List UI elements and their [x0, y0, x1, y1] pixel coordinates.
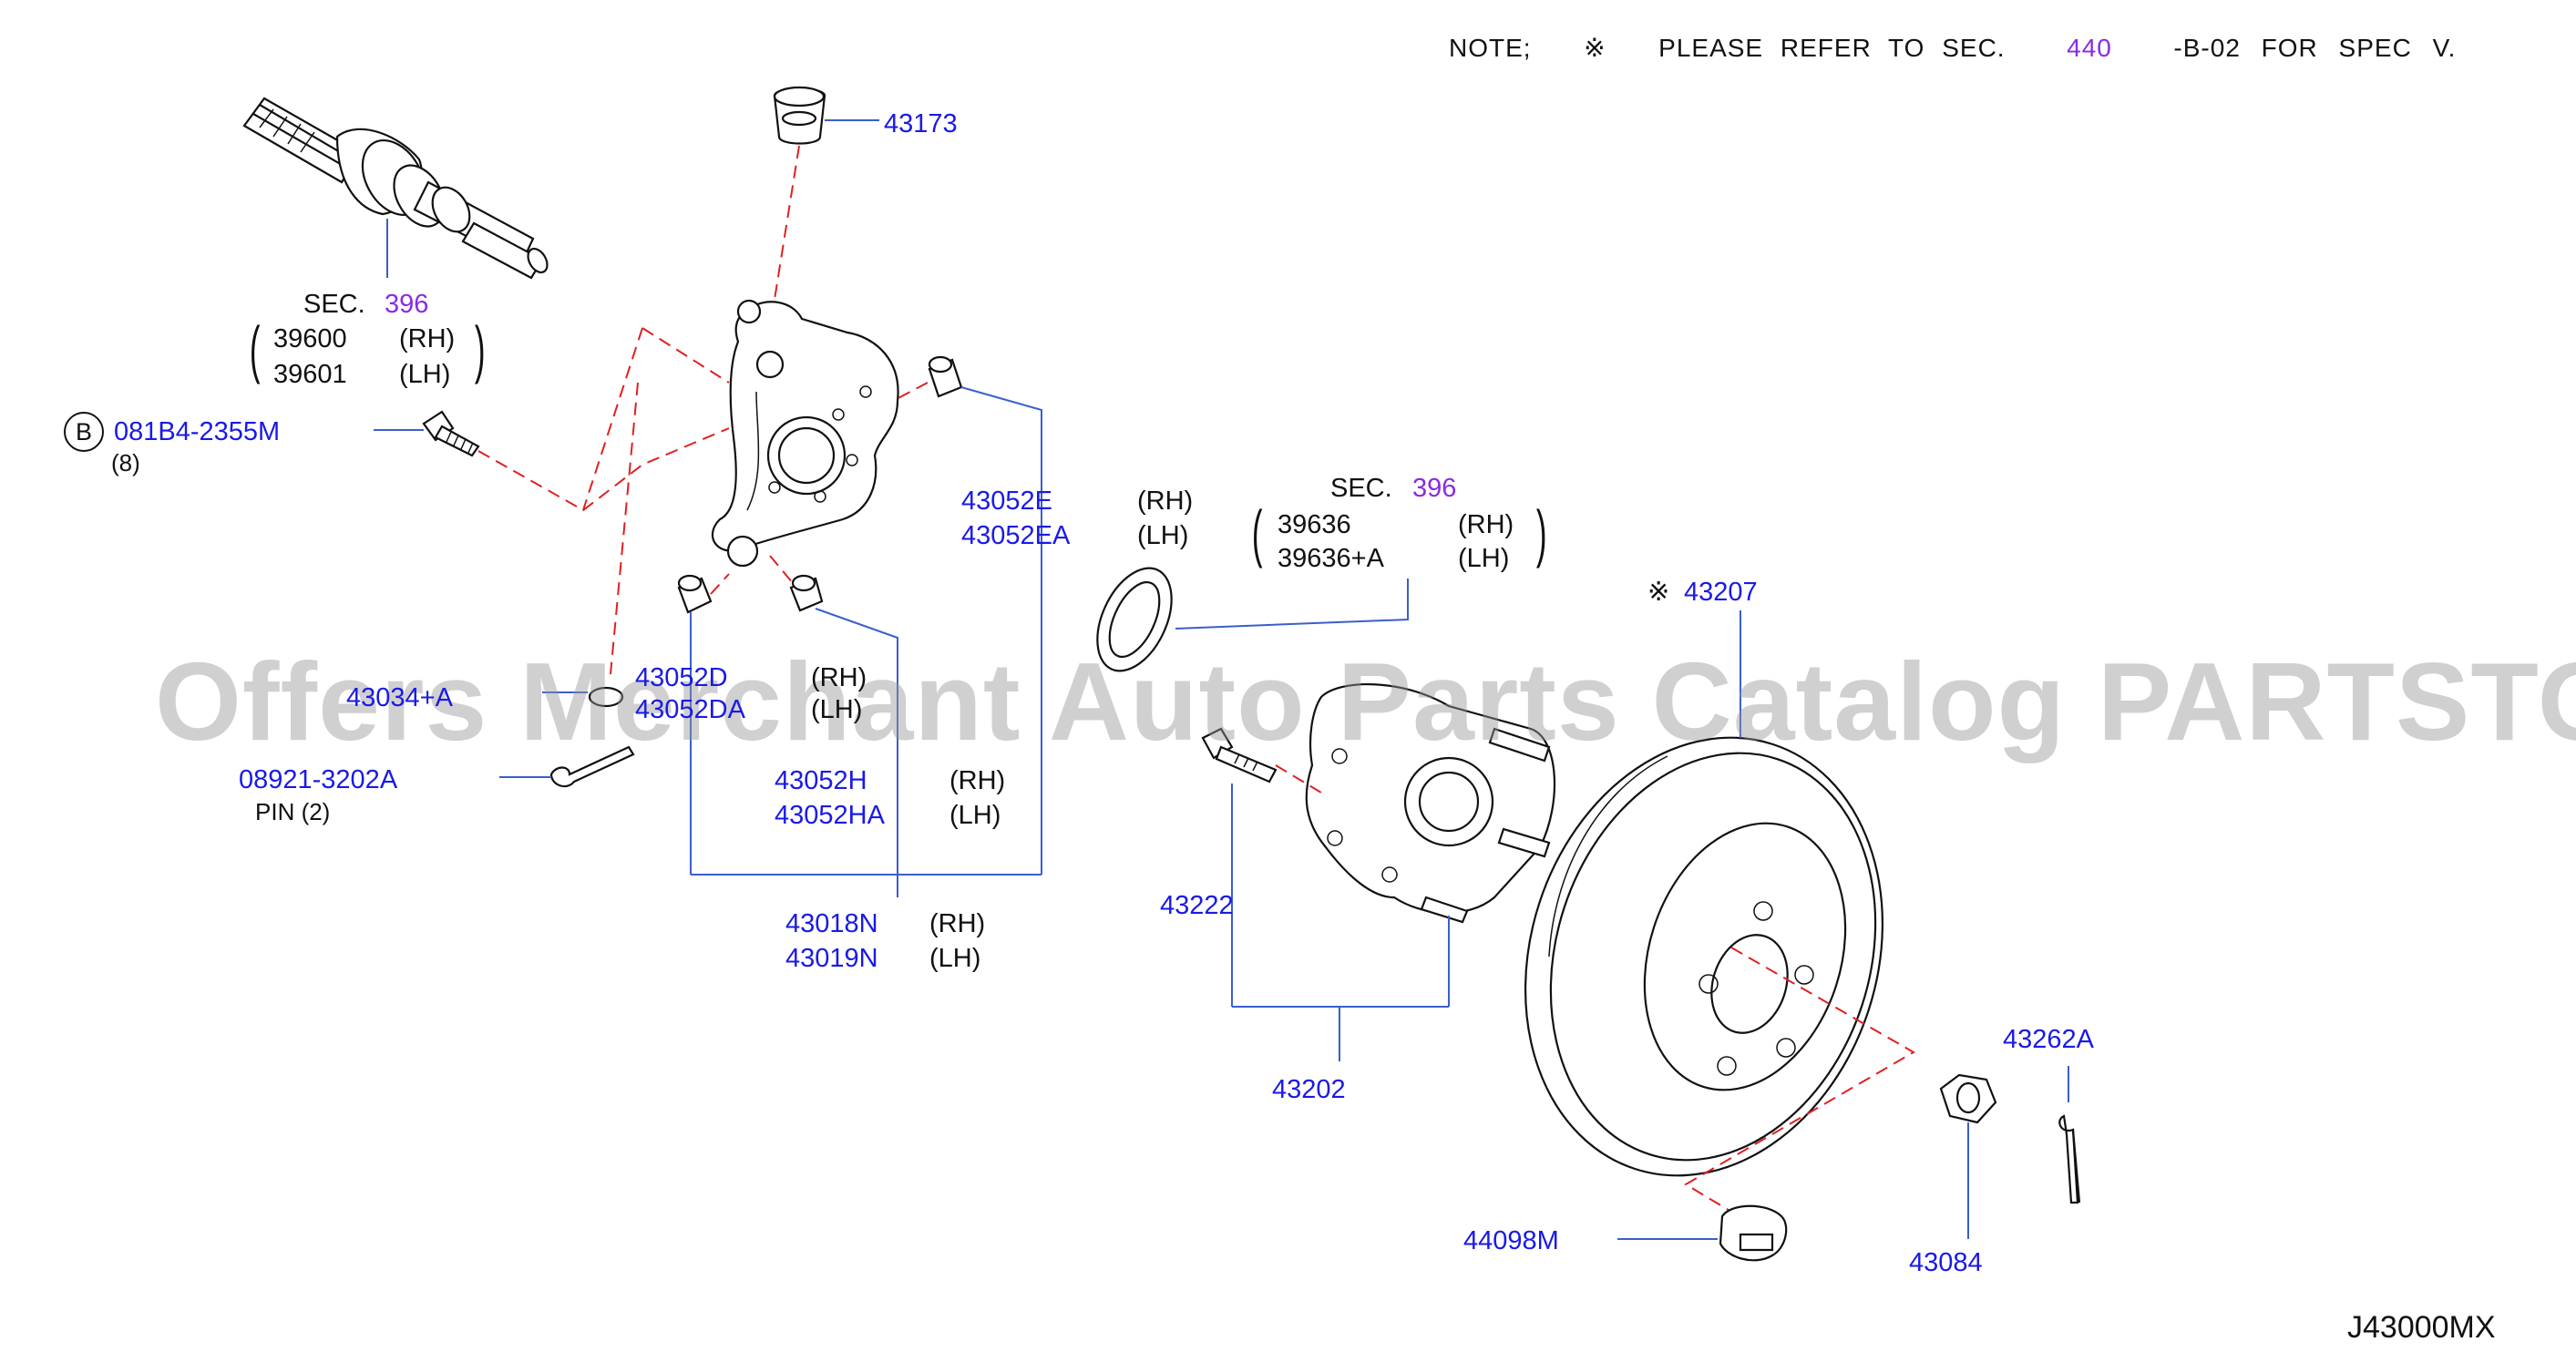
seal-39636-drawing [1096, 567, 1173, 672]
lh-label-43052HA: (LH) [949, 801, 1001, 830]
sec-396-link-a[interactable]: 396 [385, 290, 429, 319]
note-prefix: NOTE; [1449, 34, 1532, 62]
circle-b-marker: B [64, 412, 104, 452]
rh-label-43018N: (RH) [929, 909, 986, 938]
part-43084-link[interactable]: 43084 [1909, 1248, 1983, 1277]
bolt-081B4-drawing [422, 410, 480, 457]
rh-label-43052E: (RH) [1137, 487, 1194, 516]
sec-396-link-b[interactable]: 396 [1412, 474, 1457, 503]
part-43034A-link[interactable]: 43034+A [346, 683, 453, 712]
rh-label-39636: (RH) [1458, 510, 1514, 539]
bolt-qty-label: (8) [111, 449, 140, 476]
part-43052HA-link[interactable]: 43052HA [775, 801, 885, 830]
part-39636A-label: 39636+A [1278, 544, 1384, 573]
part-39636-label: 39636 [1278, 510, 1351, 539]
note-sec-440-link[interactable]: 440 [2067, 34, 2112, 62]
part-43019N-link[interactable]: 43019N [785, 944, 878, 973]
bushing-43052E-drawing [928, 355, 963, 398]
diagram-id: J43000MX [2347, 1310, 2496, 1345]
pin-qty-label: PIN (2) [255, 798, 331, 825]
hub-bolt-43222-drawing [1201, 727, 1278, 784]
part-081B4-2355M-link[interactable]: 081B4-2355M [114, 417, 281, 446]
bushing-43052H-drawing [789, 574, 824, 612]
pin-08921-3202A-drawing [549, 745, 635, 788]
note-symbol: ※ [1584, 34, 1606, 62]
part-43202-link[interactable]: 43202 [1272, 1075, 1346, 1104]
plug-44098M-drawing [1719, 1204, 1788, 1262]
note-text-after: -B-02 FOR SPEC V. [2173, 34, 2457, 62]
spec-note: NOTE; ※ PLEASE REFER TO SEC. 440 -B-02 F… [1449, 33, 2456, 63]
spec-symbol-43207: ※ [1647, 578, 1670, 607]
wheel-hub-43202-drawing [1305, 682, 1556, 924]
drive-shaft-drawing [242, 97, 549, 280]
part-44098M-link[interactable]: 44098M [1463, 1226, 1559, 1255]
part-43173-link[interactable]: 43173 [884, 109, 958, 138]
lh-label-39636A: (LH) [1458, 544, 1510, 573]
note-text-before: PLEASE REFER TO SEC. [1658, 34, 2006, 62]
bushing-43052D-drawing [677, 574, 713, 614]
lh-label-43019N: (LH) [929, 944, 981, 973]
part-43262A-link[interactable]: 43262A [2003, 1025, 2094, 1054]
part-43052E-link[interactable]: 43052E [961, 487, 1052, 516]
bushing-43173-drawing [773, 86, 826, 145]
part-39601-label: 39601 [273, 360, 347, 389]
part-43052EA-link[interactable]: 43052EA [961, 521, 1071, 550]
rh-label-43052H: (RH) [949, 766, 1006, 795]
part-43222-link[interactable]: 43222 [1160, 891, 1234, 920]
cotter-pin-43262A-drawing [2058, 1114, 2081, 1204]
part-43018N-link[interactable]: 43018N [785, 909, 878, 938]
lh-label-43052DA: (LH) [811, 695, 863, 724]
steering-knuckle-drawing [711, 299, 899, 568]
part-43052DA-link[interactable]: 43052DA [635, 695, 745, 724]
paren-close-b: ) [1535, 497, 1547, 568]
disc-rotor-43207-drawing [1524, 736, 1884, 1177]
part-43207-link[interactable]: 43207 [1684, 578, 1758, 607]
part-43052H-link[interactable]: 43052H [775, 766, 867, 795]
rh-label-43052D: (RH) [811, 663, 867, 692]
part-43052D-link[interactable]: 43052D [635, 663, 728, 692]
part-39600-label: 39600 [273, 324, 347, 353]
lh-label-39601: (LH) [399, 360, 451, 389]
paren-close-a: ) [474, 313, 486, 384]
paren-open-a: ( [249, 313, 261, 384]
bolt-43034A-drawing [588, 686, 624, 708]
rh-label-39600: (RH) [399, 324, 456, 353]
lh-label-43052EA: (LH) [1137, 521, 1189, 550]
sec-label-b: SEC. [1330, 474, 1392, 503]
paren-open-b: ( [1251, 497, 1263, 568]
nut-43084-drawing [1939, 1073, 1997, 1124]
part-08921-3202A-link[interactable]: 08921-3202A [239, 765, 398, 794]
sec-label-a: SEC. [303, 290, 365, 319]
